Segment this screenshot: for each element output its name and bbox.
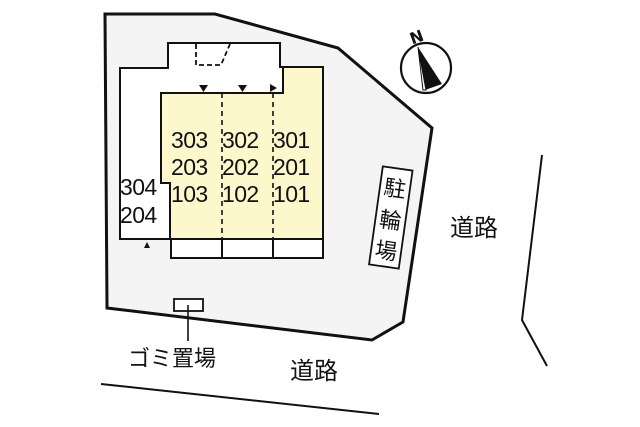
entrance-arrow-icon bbox=[199, 85, 208, 92]
bicycle-parking-char: 輪 bbox=[378, 208, 403, 236]
entrance-arrow-icon bbox=[238, 85, 247, 92]
unit-101: 101 bbox=[273, 181, 310, 207]
road-label-right: 道路 bbox=[450, 214, 498, 242]
entrance-dashed-outline bbox=[195, 43, 231, 66]
bicycle-parking: 駐 輪 場 bbox=[368, 165, 414, 270]
entrance-arrow-icon bbox=[144, 242, 150, 248]
unit-203: 203 bbox=[171, 154, 208, 180]
compass-icon: N bbox=[399, 26, 453, 95]
unit-numbers-main: 303 302 301 203 202 201 103 102 101 bbox=[171, 127, 310, 207]
garbage-area-label: ゴミ置場 bbox=[128, 347, 216, 372]
entrance-arrow-icon bbox=[270, 84, 277, 92]
road-edge-bottom bbox=[100, 383, 380, 415]
unit-102: 102 bbox=[222, 181, 259, 207]
residential-units-block bbox=[160, 66, 324, 240]
unit-304: 304 bbox=[120, 174, 157, 200]
unit-204: 204 bbox=[120, 202, 157, 228]
balcony-strip bbox=[170, 238, 324, 259]
road-label-bottom: 道路 bbox=[290, 357, 338, 385]
unit-numbers-side: 304 204 bbox=[120, 174, 158, 228]
unit-202: 202 bbox=[222, 154, 259, 180]
unit-103: 103 bbox=[171, 181, 208, 207]
unit-301: 301 bbox=[273, 127, 310, 153]
unit-201: 201 bbox=[273, 154, 310, 180]
bicycle-parking-char: 駐 bbox=[382, 176, 407, 204]
road-edge-right bbox=[520, 154, 548, 367]
bicycle-parking-char: 場 bbox=[373, 238, 398, 266]
compass-north-label: N bbox=[407, 26, 426, 48]
unit-303: 303 bbox=[171, 127, 208, 153]
unit-302: 302 bbox=[222, 127, 259, 153]
